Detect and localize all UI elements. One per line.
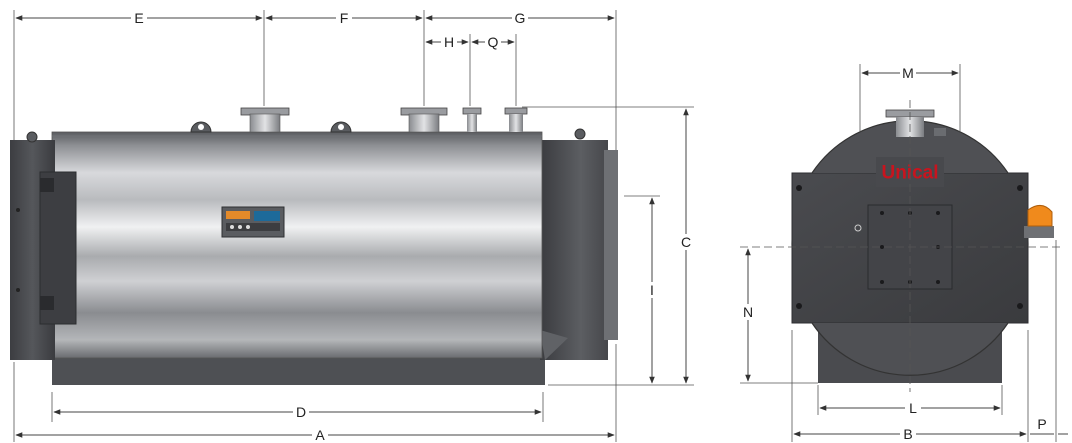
burner-mount [1024,226,1054,238]
door-bolt [16,288,20,292]
dimension-label-d: D [296,404,306,420]
side-view [10,107,618,385]
door-hinge-bottom [40,296,54,310]
lifting-lug-hole [198,124,204,130]
small-nozzle-q [509,114,523,132]
dimension-label-n: N [743,304,753,320]
door-bolt [16,208,20,212]
dimension-lines: E F G H Q C I D [13,10,1068,443]
front-view: Unical [740,100,1060,392]
dimension-label-h: H [444,34,454,50]
rear-flange [604,150,618,340]
control-panel [221,206,285,238]
dimension-label-e: E [134,10,143,26]
dimension-label-m: M [902,65,914,81]
flow-nozzle [249,113,281,133]
dimension-label-c: C [681,234,691,250]
rear-smoke-box [540,140,608,360]
burner-head [1027,205,1053,227]
lifting-lug-hole [338,124,344,130]
dimension-label-q: Q [488,34,499,50]
small-nozzle-q-cap [504,107,528,115]
control-panel-orange-strip [226,211,250,219]
control-panel-display [254,211,280,221]
front-side-stub [934,128,946,136]
base-skid [52,355,545,385]
corner-lug [26,131,38,143]
door-hinge-top [40,178,54,192]
small-nozzle-h [467,114,477,132]
return-nozzle [408,113,440,133]
dimension-label-p: P [1037,416,1046,432]
dimension-label-a: A [315,427,325,443]
corner-lug [574,128,586,140]
small-nozzle-h-cap [462,107,482,115]
dimension-label-f: F [340,10,349,26]
boiler-shell [51,131,543,359]
dimension-label-l: L [909,400,917,416]
rear-support [540,330,568,360]
dimension-label-b: B [903,426,912,442]
dimension-label-g: G [515,10,526,26]
dimension-label-i: I [650,282,654,298]
